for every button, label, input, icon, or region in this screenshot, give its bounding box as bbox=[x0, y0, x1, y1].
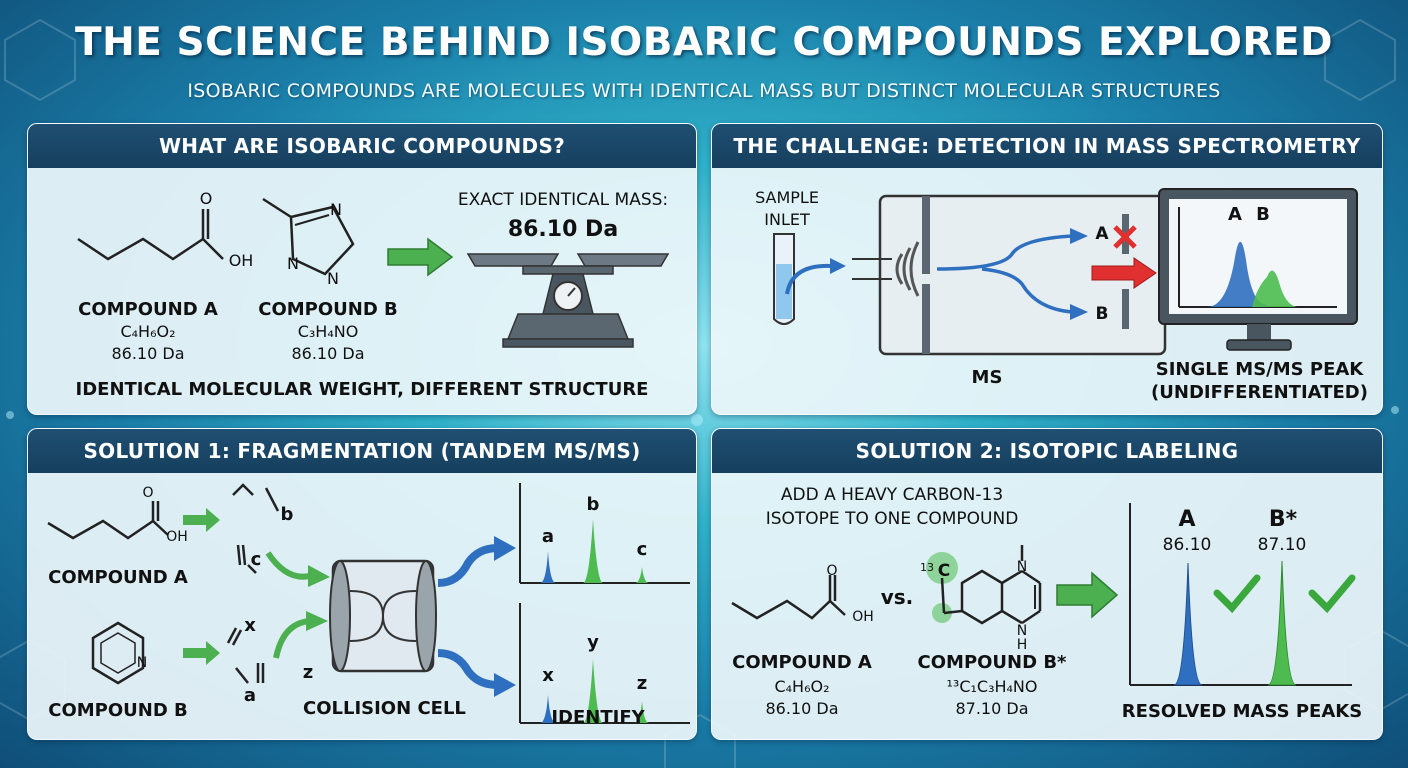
c13-atom-o: O bbox=[826, 563, 838, 579]
fragment-z-label: z bbox=[302, 662, 314, 683]
frag-compound-a-label: COMPOUND A bbox=[48, 567, 188, 588]
panel-challenge-detection: THE CHALLENGE: DETECTION IN MASS SPECTRO… bbox=[711, 123, 1383, 415]
c13-compound-a-mass: 86.10 Da bbox=[765, 699, 839, 718]
fragment-c-label: c bbox=[250, 549, 262, 570]
panel-header: THE CHALLENGE: DETECTION IN MASS SPECTRO… bbox=[712, 124, 1382, 168]
panel-header: SOLUTION 2: ISOTOPIC LABELING bbox=[712, 429, 1382, 473]
top-peak-a-label: a bbox=[541, 526, 555, 547]
resolved-peak-b-label: B* bbox=[1268, 507, 1298, 532]
c13-superscript: 13 bbox=[920, 561, 934, 574]
exact-mass-value: 86.10 Da bbox=[507, 217, 619, 242]
c13-atom-oh: OH bbox=[852, 609, 874, 625]
path-a-label: A bbox=[1095, 224, 1109, 244]
monitor-peak-a-label: A bbox=[1228, 204, 1242, 225]
compound-b-structure bbox=[262, 197, 355, 276]
frag-compound-b-label: COMPOUND B bbox=[48, 700, 188, 721]
sample-inlet-label-2: INLET bbox=[764, 210, 810, 229]
balance-scale-icon bbox=[466, 253, 670, 348]
ms-label: MS bbox=[971, 367, 1003, 388]
compound-b-mass: 86.10 Da bbox=[291, 344, 365, 363]
panel-header: SOLUTION 1: FRAGMENTATION (TANDEM MS/MS) bbox=[28, 429, 696, 473]
c13-compound-a-name: COMPOUND A bbox=[732, 652, 872, 673]
green-arrow-icon bbox=[387, 237, 454, 277]
atom-n-1: N bbox=[330, 200, 342, 219]
bottom-peak-x-label: x bbox=[542, 665, 554, 686]
monitor-icon bbox=[1158, 188, 1358, 351]
c13-compound-b-formula: ¹³C₁C₃H₄NO bbox=[946, 677, 1038, 696]
fragmentation-diagram bbox=[47, 483, 690, 724]
subtitle: ISOBARIC COMPOUNDS ARE MOLECULES WITH ID… bbox=[187, 80, 1221, 102]
compound-b-name: COMPOUND B bbox=[258, 299, 398, 320]
resolved-peak-a-label: A bbox=[1178, 507, 1196, 532]
fragment-x-label: x bbox=[244, 615, 256, 636]
ring-atom-n-top: N bbox=[1016, 559, 1028, 575]
bottom-peak-y-label: y bbox=[587, 632, 599, 653]
atom-n-2: N bbox=[287, 254, 299, 273]
monitor-peak-b-label: B bbox=[1256, 204, 1270, 225]
atom-n-3: N bbox=[327, 269, 339, 288]
instruction-line-1: ADD A HEAVY CARBON-13 bbox=[780, 485, 1004, 505]
panel-what-are-isobaric: WHAT ARE ISOBARIC COMPOUNDS? O OH N N N … bbox=[27, 123, 697, 415]
main-title: THE SCIENCE BEHIND ISOBARIC COMPOUNDS EX… bbox=[75, 20, 1333, 65]
ring-atom-h: H bbox=[1016, 637, 1028, 653]
compound-b-formula: C₃H₄NO bbox=[297, 322, 359, 341]
panel2-caption-2: (UNDIFFERENTIATED) bbox=[1151, 382, 1368, 403]
compound-a-formula: C₄H₆O₂ bbox=[120, 322, 176, 341]
vs-label: vs. bbox=[880, 585, 914, 609]
top-peak-b-label: b bbox=[586, 494, 600, 515]
identify-label: IDENTIFY bbox=[551, 707, 645, 728]
compound-a-name: COMPOUND A bbox=[78, 299, 218, 320]
resolved-peak-b-mass: 87.10 bbox=[1257, 535, 1307, 555]
sample-inlet-label-1: SAMPLE bbox=[755, 188, 819, 207]
resolved-caption: RESOLVED MASS PEAKS bbox=[1121, 701, 1363, 722]
ms-instrument-diagram bbox=[773, 194, 1167, 356]
fragment-b-label: b bbox=[280, 504, 294, 525]
c13-compound-b-mass: 87.10 Da bbox=[955, 699, 1029, 718]
atom-oh: OH bbox=[228, 251, 254, 270]
red-x-icon bbox=[1113, 225, 1137, 249]
compound-a-mass: 86.10 Da bbox=[111, 344, 185, 363]
panel-isotopic-labeling: SOLUTION 2: ISOTOPIC LABELING ADD A HEAV… bbox=[711, 428, 1383, 740]
c13-carbon: C bbox=[937, 561, 951, 581]
red-arrow-icon bbox=[1091, 257, 1157, 289]
c13-compound-a-formula: C₄H₆O₂ bbox=[774, 677, 830, 696]
panel-header: WHAT ARE ISOBARIC COMPOUNDS? bbox=[28, 124, 696, 168]
resolved-peak-a-mass: 86.10 bbox=[1162, 535, 1212, 555]
atom-o: O bbox=[199, 189, 213, 208]
c13-compound-b-name: COMPOUND B* bbox=[917, 652, 1067, 673]
panel2-caption-1: SINGLE MS/MS PEAK bbox=[1155, 359, 1364, 380]
exact-mass-label: EXACT IDENTICAL MASS: bbox=[457, 190, 669, 210]
fa-atom-oh: OH bbox=[166, 529, 188, 545]
pyridine-atom-n: N bbox=[136, 655, 148, 671]
panel1-caption: IDENTICAL MOLECULAR WEIGHT, DIFFERENT ST… bbox=[75, 379, 649, 400]
compound-a-structure bbox=[77, 209, 224, 261]
path-b-label: B bbox=[1095, 304, 1109, 324]
fragment-a-label: a bbox=[243, 685, 257, 706]
isotopic-diagram bbox=[731, 503, 1356, 686]
panel-fragmentation: SOLUTION 1: FRAGMENTATION (TANDEM MS/MS) bbox=[27, 428, 697, 740]
ring-atom-n-bottom: N bbox=[1016, 623, 1028, 639]
collision-cell-label: COLLISION CELL bbox=[303, 698, 466, 719]
instruction-line-2: ISOTOPE TO ONE COMPOUND bbox=[765, 509, 1019, 529]
bottom-peak-z-label: z bbox=[636, 673, 648, 694]
top-peak-c-label: c bbox=[636, 539, 648, 560]
fa-atom-o: O bbox=[142, 485, 154, 501]
